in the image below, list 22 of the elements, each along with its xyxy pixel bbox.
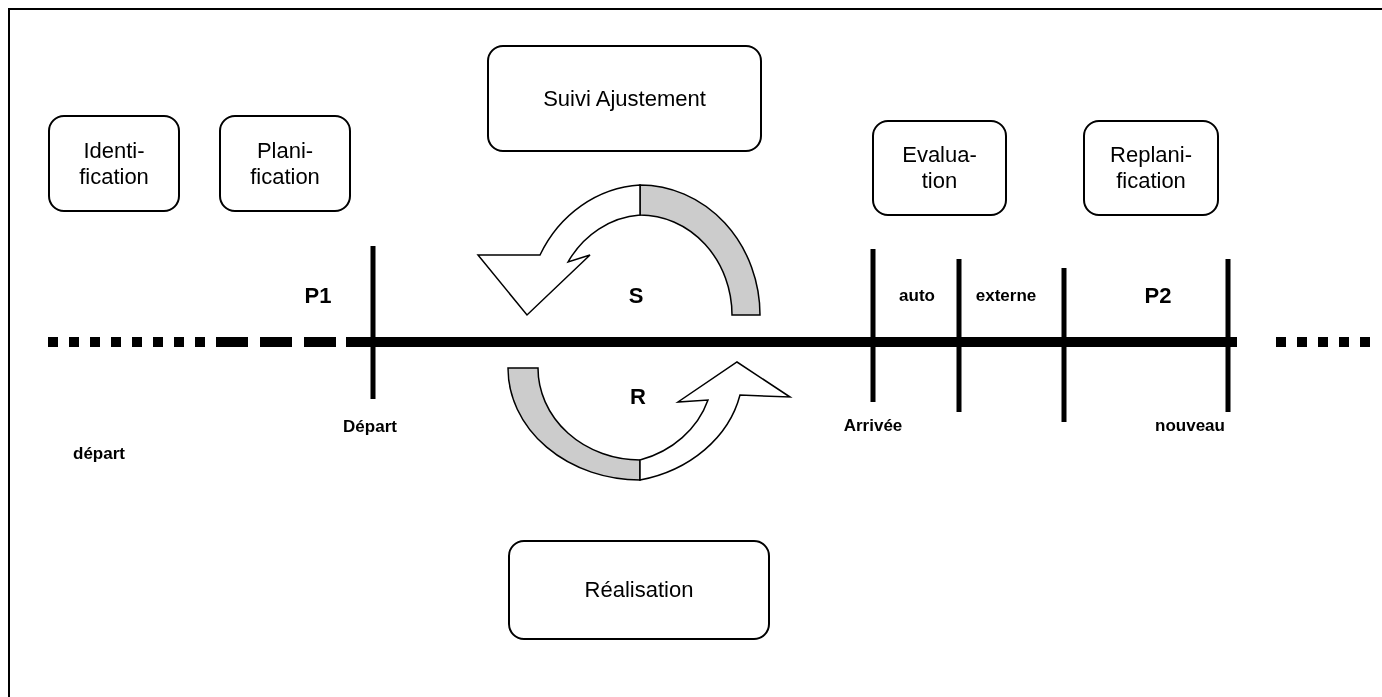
rounded-box [508, 540, 770, 640]
box-label: Identi- fication [78, 137, 150, 190]
milestone-label: Départ [343, 417, 397, 437]
cycle-label: S [628, 283, 644, 309]
segment-label: externe [975, 286, 1037, 306]
box-label: Evalua- tion [901, 142, 978, 194]
phase-label: P2 [1144, 283, 1172, 309]
rounded-box [1083, 120, 1219, 216]
cycle-label: R [630, 384, 646, 410]
timeline-label: départ [73, 444, 125, 464]
milestone-label: Arrivée [843, 416, 903, 436]
box-label: Plani- fication [249, 137, 321, 190]
box-label: Réalisation [584, 577, 694, 603]
segment-label: auto [899, 286, 935, 306]
rounded-box [487, 45, 762, 152]
rounded-box [219, 115, 351, 212]
rounded-box [872, 120, 1007, 216]
milestone-label: nouveau [1155, 416, 1225, 436]
phase-label: P1 [304, 283, 332, 309]
box-label: Suivi Ajustement [543, 85, 706, 112]
rounded-box [48, 115, 180, 212]
box-label: Replani- fication [1109, 142, 1193, 194]
